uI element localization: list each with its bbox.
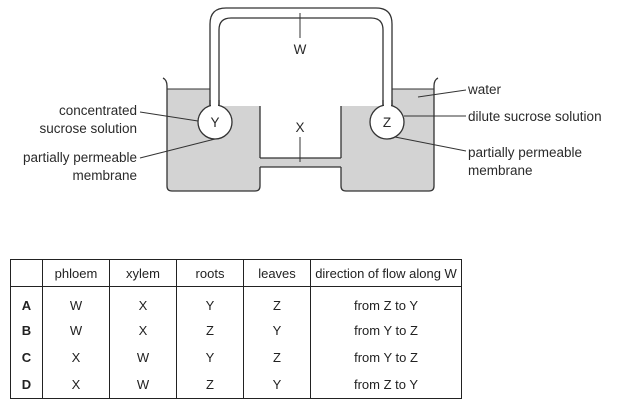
option-key: C [10,344,43,371]
table-row: B W X Z Y from Y to Z [10,317,462,344]
cell-leaves: Y [243,317,311,344]
cell-xylem: X [109,317,177,344]
label-w: W [294,42,307,57]
table-header-row: phloem xylem roots leaves direction of f… [10,259,462,287]
tube-w [209,7,393,106]
header-xylem: xylem [109,259,177,287]
cell-xylem: W [109,371,177,399]
header-direction: direction of flow along W [310,259,462,287]
option-key: B [10,317,43,344]
option-key: D [10,371,43,399]
header-phloem: phloem [42,259,110,287]
cell-direction: from Z to Y [310,286,462,317]
table-row: D X W Z Y from Z to Y [10,371,462,399]
leader-concentrated [139,111,199,122]
cell-roots: Z [176,317,244,344]
annotation-right-membrane-1: partially permeable [468,145,582,160]
apparatus-diagram: Y Z W X concentrated sucrose solution pa… [23,7,602,192]
cell-leaves: Y [243,371,311,399]
cell-xylem: X [109,286,177,317]
header-key [10,259,43,287]
cell-phloem: W [42,286,110,317]
label-z: Z [383,115,391,130]
label-y: Y [210,115,219,130]
annotation-water: water [467,82,502,97]
header-leaves: leaves [243,259,311,287]
table-row: C X W Y Z from Y to Z [10,344,462,371]
annotation-left-membrane-2: membrane [72,168,137,183]
answer-table: phloem xylem roots leaves direction of f… [10,259,462,399]
cell-xylem: W [109,344,177,371]
table-row: A W X Y Z from Z to Y [10,286,462,317]
annotation-dilute: dilute sucrose solution [468,109,602,124]
liquid-fill [167,89,434,191]
annotation-concentrated-2: sucrose solution [39,121,137,136]
leader-right-membrane [394,136,467,152]
cell-phloem: W [42,317,110,344]
cell-direction: from Y to Z [310,317,462,344]
leader-water [417,89,467,98]
cell-roots: Y [176,344,244,371]
cell-roots: Y [176,286,244,317]
cell-leaves: Z [243,344,311,371]
cell-phloem: X [42,344,110,371]
cell-direction: from Y to Z [310,344,462,371]
cell-leaves: Z [243,286,311,317]
cell-roots: Z [176,371,244,399]
annotation-concentrated-1: concentrated [59,103,137,118]
annotation-left-membrane-1: partially permeable [23,150,137,165]
option-key: A [10,286,43,317]
leader-left-membrane [139,138,216,159]
cell-direction: from Z to Y [310,371,462,399]
annotation-right-membrane-2: membrane [468,163,533,178]
label-x: X [295,120,304,135]
cell-phloem: X [42,371,110,399]
header-roots: roots [176,259,244,287]
